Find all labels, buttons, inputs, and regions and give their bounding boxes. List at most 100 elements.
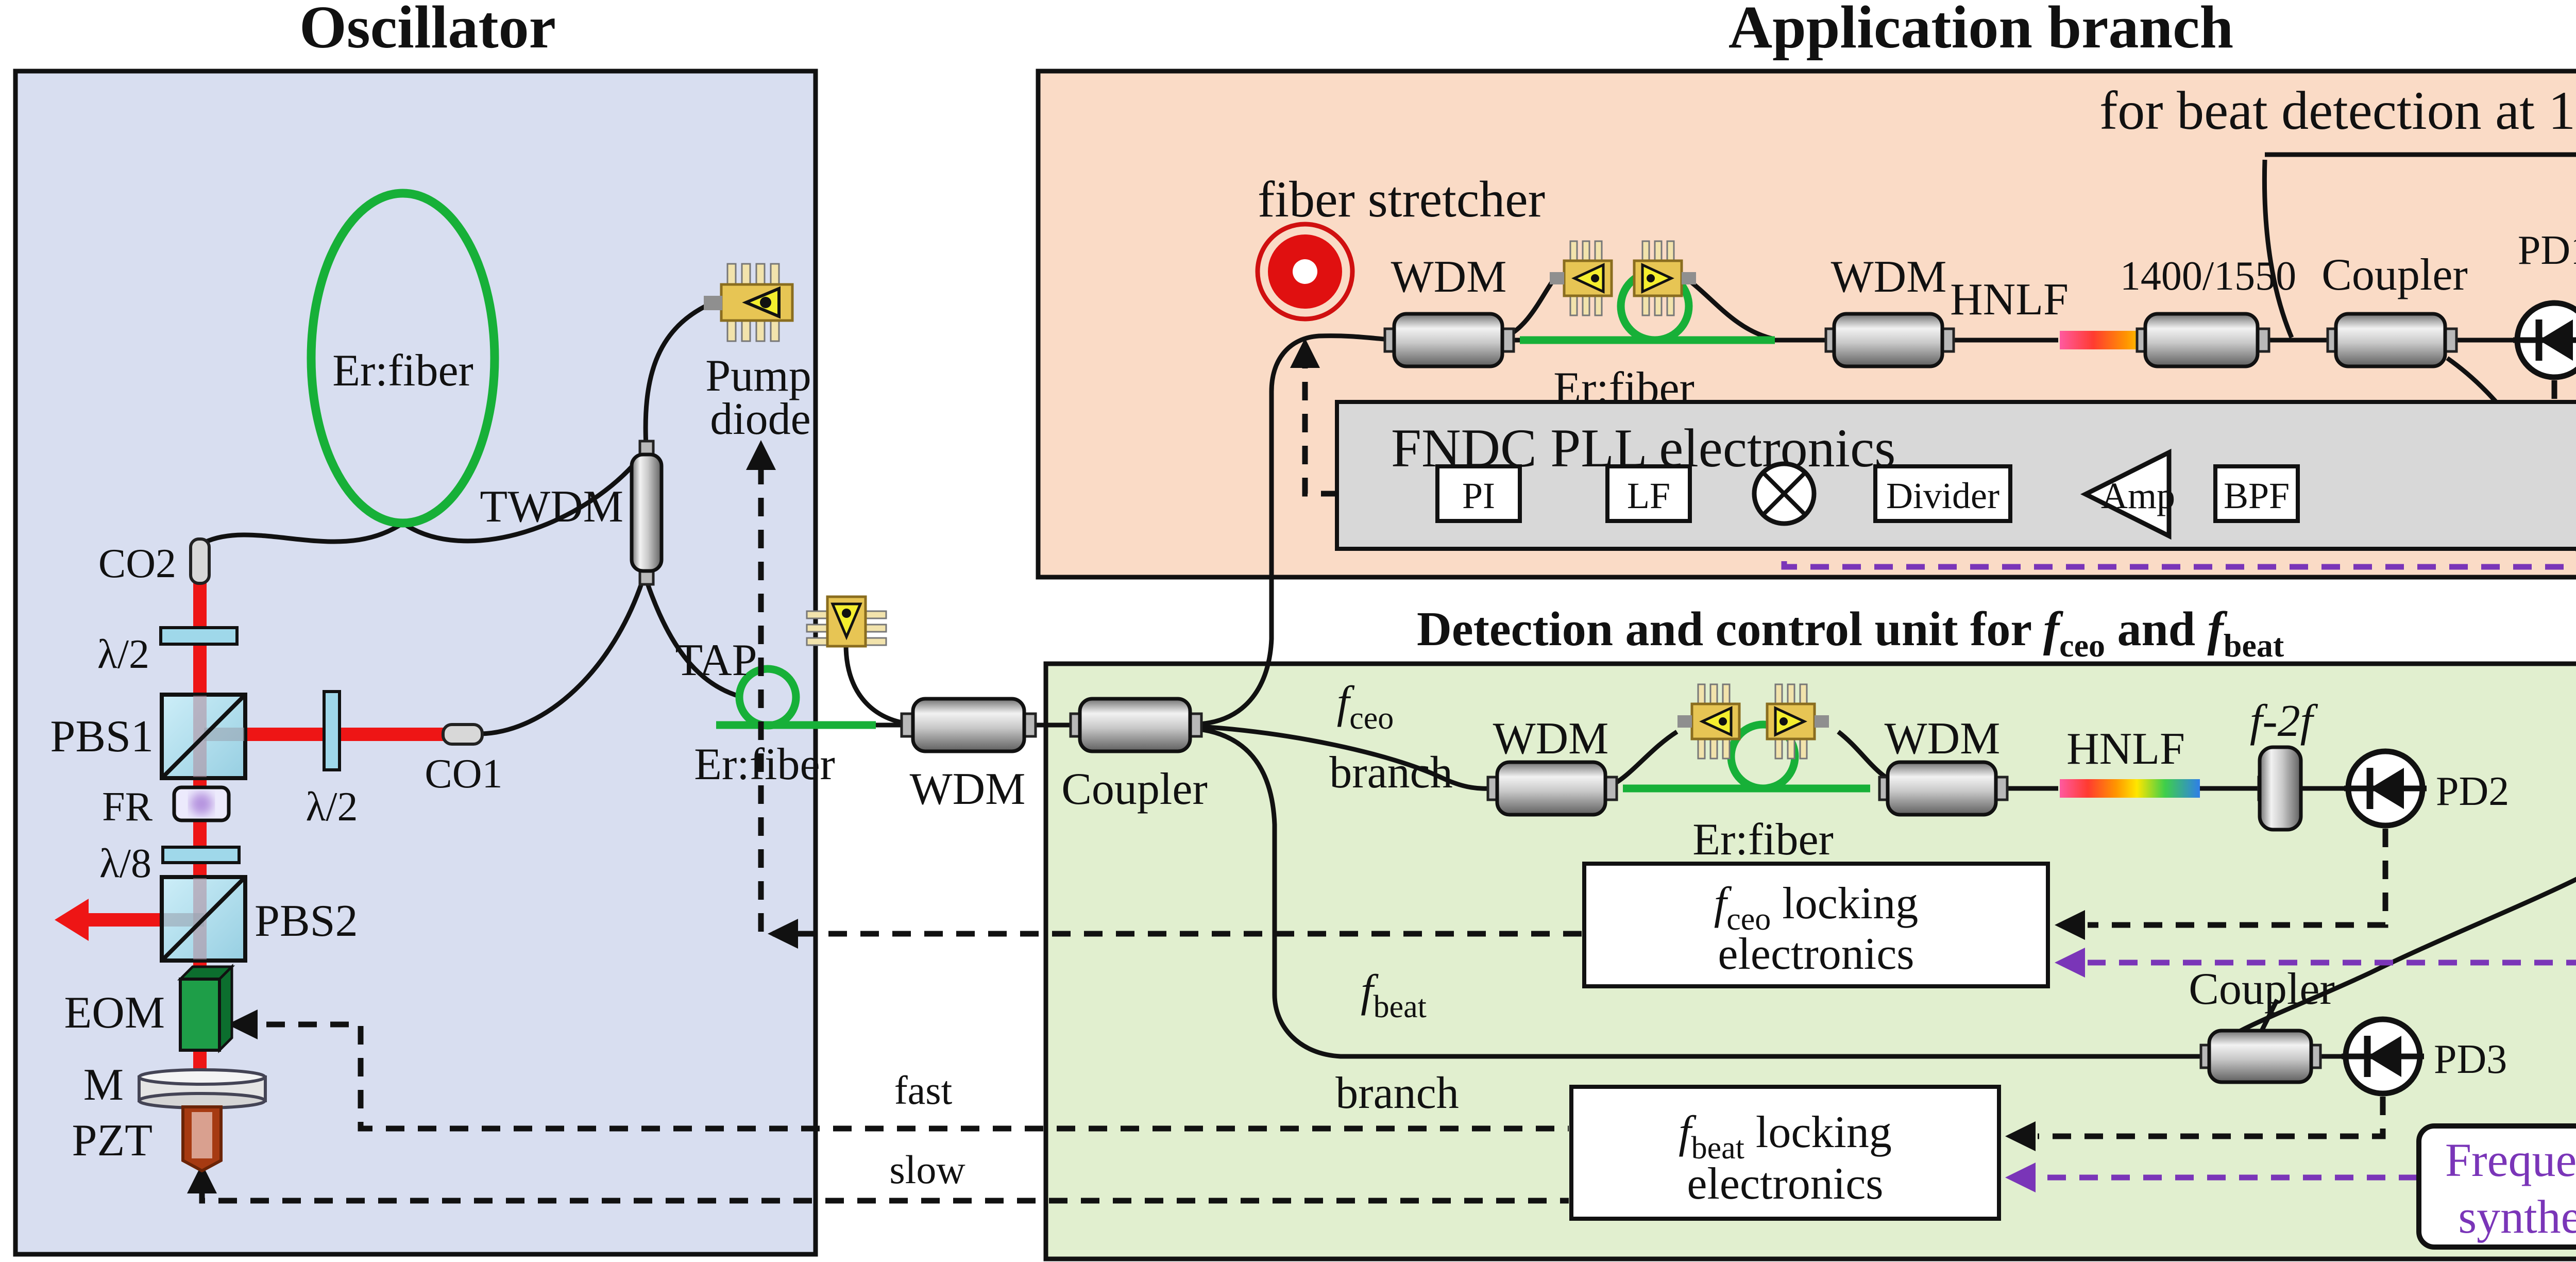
eighth-waveplate [161, 846, 241, 864]
pump-diode-label-1: Pump [705, 351, 811, 401]
lf-label: LF [1627, 475, 1670, 516]
bpf-box [2213, 464, 2300, 523]
wdm-app2-label: WDM [1831, 252, 1947, 302]
fiber-twdm-to-tap [643, 578, 742, 699]
faraday-rotator [172, 785, 231, 822]
pi-box [1435, 464, 1522, 523]
er-fiber-det-label: Er:fiber [1692, 815, 1834, 865]
fiber-coupler-to-fbeat-branch [1202, 727, 2209, 1059]
pd1-label: PD1 [2518, 228, 2576, 273]
fast-feedback-path [234, 1021, 1569, 1132]
beam-horizontal [243, 728, 445, 741]
pd3-icon [2342, 1016, 2424, 1097]
beat-detection-label: for beat detection at 1400 nm [2099, 80, 2576, 141]
divider-box [1873, 464, 2012, 523]
fceo-locking-box [1582, 862, 2050, 988]
oscillator-box [13, 69, 818, 1257]
frequency-synthesis-box [2416, 1123, 2576, 1250]
synth-to-fceo-lock-path [2088, 960, 2576, 966]
eom-arrowhead [227, 1009, 258, 1039]
eom-label: EOM [64, 988, 165, 1038]
fbeat-lock-black-arrowhead [2005, 1121, 2036, 1151]
mixer-icon [1752, 461, 1817, 526]
eighth-waveplate-label: λ/8 [99, 841, 151, 886]
mirror-component [138, 1068, 267, 1109]
bpf-label: BPF [2224, 475, 2290, 516]
hnlf-det-label: HNLF [2066, 724, 2185, 774]
amp-label: Amp [2101, 475, 2175, 516]
pd1-icon [2513, 300, 2576, 380]
fceo-locking-label-2: electronics [1718, 929, 1914, 979]
amp-triangle [2080, 448, 2172, 540]
er-fiber-ring-label: Er:fiber [332, 346, 473, 396]
wdm-app1-component [1383, 312, 1515, 368]
fbeat-lock-purple-arrowhead [2005, 1163, 2036, 1192]
twdm-component [630, 440, 664, 586]
fiber-ring-to-co2 [204, 521, 404, 545]
pump-diode-icons-det [1677, 683, 1829, 760]
co2-label: CO2 [98, 541, 176, 586]
fbeat-locking-box [1569, 1085, 2001, 1221]
fbeat-branch-label-1: fbeat [1361, 966, 1427, 1024]
coupler-main-component [1069, 697, 1203, 753]
fiber-stretcher-label: fiber stretcher [1258, 171, 1545, 228]
lf-box [1605, 464, 1692, 523]
pump-diode-arrowhead [746, 440, 776, 470]
mirror-label: M [83, 1060, 124, 1110]
er-fiber-ring [307, 189, 499, 528]
tap-label: TAP [675, 635, 757, 685]
half-waveplate-2-label: λ/2 [306, 784, 358, 830]
wdm-app1-label: WDM [1391, 252, 1507, 302]
pi-label: PI [1462, 475, 1495, 516]
coupler-app-component [2326, 312, 2458, 368]
fiber-chip2-to-line-app [1690, 280, 1773, 341]
fiber-pumpdiode-to-twdm [643, 301, 711, 447]
half-waveplate-1-label: λ/2 [97, 632, 149, 677]
half-waveplate-2 [323, 690, 341, 771]
twdm-label: TWDM [480, 482, 623, 532]
wdm-mid-label: WDM [910, 764, 1026, 814]
pzt-label: PZT [72, 1116, 152, 1166]
application-branch-title: Application branch [1728, 0, 2233, 61]
pbs1-label: PBS1 [50, 712, 154, 762]
stretcher-arrowhead [1290, 338, 1320, 368]
splitter-1400-1550-label: 1400/1550 [2120, 254, 2296, 299]
er-fiber-tap-label: Er:fiber [694, 739, 835, 789]
fceo-lock-purple-arrowhead [2055, 948, 2085, 978]
wdm-app2-component [1824, 312, 1955, 368]
chip-pins [726, 263, 780, 342]
pd2-to-fceo-lock-path [2088, 829, 2388, 928]
chip-stub [704, 296, 722, 310]
eom-component [177, 963, 235, 1054]
pump-diode-icons-app [1550, 240, 1696, 316]
pzt-arrowhead [187, 1164, 217, 1193]
co2-collimator [189, 537, 211, 585]
hnlf-app-label: HNLF [1950, 275, 2069, 325]
fiber-stretcher-icon [1255, 222, 1355, 322]
laser-triangle [831, 602, 862, 641]
beam-output-arrowhead [55, 899, 89, 941]
fceo-locking-label-1: fceo locking [1714, 879, 1918, 937]
co1-label: CO1 [425, 751, 502, 797]
coupler-fbeat-label: Coupler [2189, 964, 2335, 1014]
fast-label: fast [894, 1068, 953, 1113]
frequency-synthesis-label-2: synthesis [2458, 1190, 2576, 1243]
pd2-icon [2344, 748, 2427, 829]
wdm-det2-component [1878, 760, 2009, 817]
splitter-1400-1550-component [2136, 312, 2270, 368]
oscillator-title: Oscillator [299, 0, 556, 61]
pd2-label: PD2 [2436, 769, 2509, 814]
fceo-lock-arrowhead [2055, 910, 2085, 940]
pd3-label: PD3 [2434, 1037, 2507, 1082]
f2f-label: f-2f [2250, 696, 2318, 746]
fbeat-branch-label-2: branch [1335, 1068, 1459, 1118]
pzt-component [181, 1105, 223, 1173]
fbeat-locking-label-1: fbeat locking [1679, 1107, 1892, 1166]
wdm-mid-component [900, 697, 1037, 753]
slow-label: slow [889, 1147, 965, 1192]
pump-diode-label-2: diode [710, 394, 811, 444]
coupler-fbeat-component [2199, 998, 2322, 1084]
coupler-main-label: Coupler [1061, 764, 1208, 814]
co1-collimator [442, 723, 484, 746]
